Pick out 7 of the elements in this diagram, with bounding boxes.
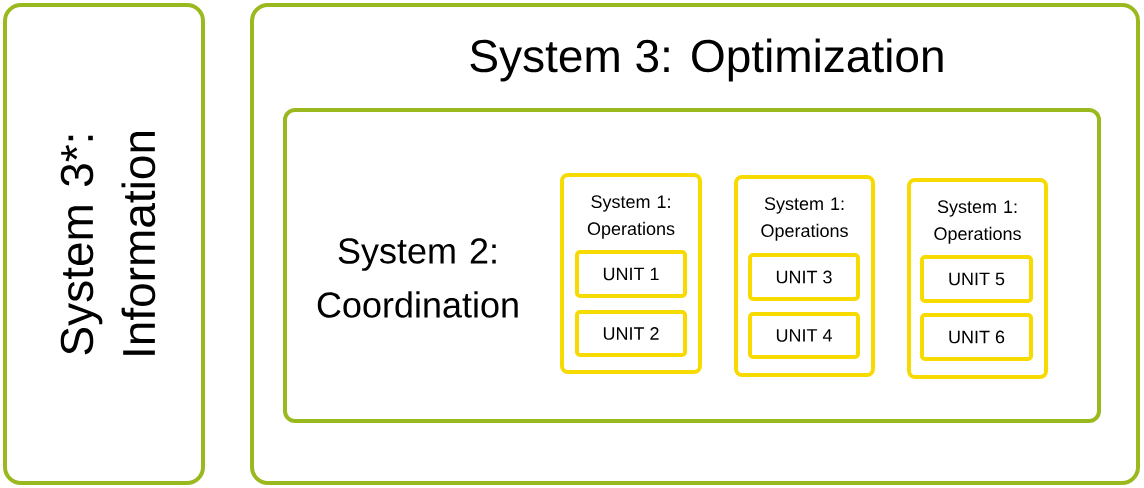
unit-box: UNIT 5 [920,255,1033,303]
unit-box: UNIT 2 [575,310,687,357]
system-box: System 3*: Information [3,3,205,485]
unit-box: UNIT 6 [920,313,1033,361]
unit-box: UNIT 4 [748,312,860,359]
unit-box: UNIT 3 [748,253,860,301]
unit-box: UNIT 1 [575,250,687,298]
